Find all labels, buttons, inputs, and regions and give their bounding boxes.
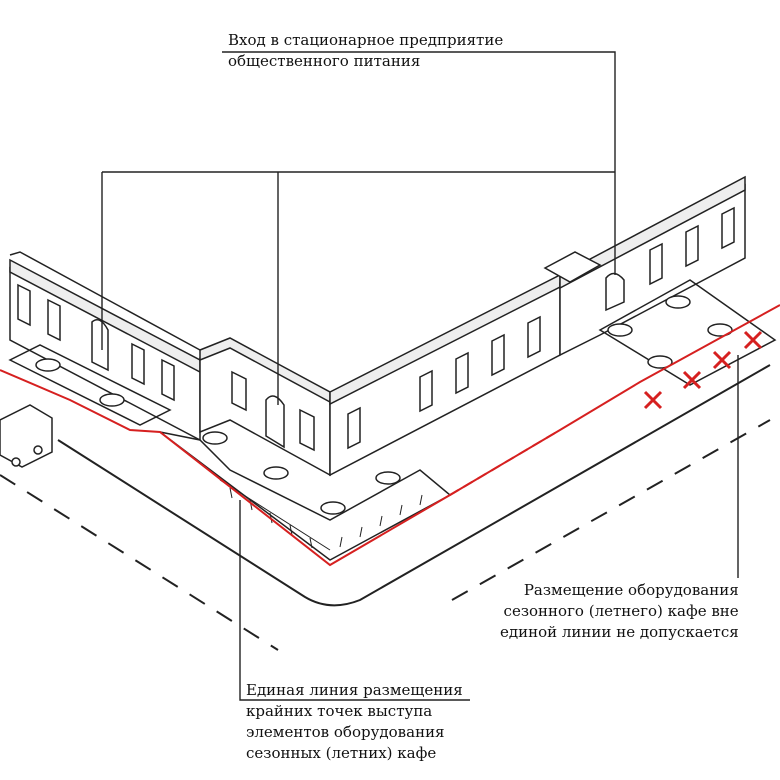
cafe-table-icon [99, 393, 125, 407]
curb-line [57, 364, 771, 607]
not-allowed-caption-line: единой линии не допускается [500, 623, 739, 641]
right-wing-windows [347, 315, 541, 450]
cafe-tables [35, 295, 733, 515]
building [9, 175, 746, 477]
unified-placement-line [0, 304, 780, 567]
terrace-left [8, 344, 172, 426]
unified-line-caption: Единая линия размещения крайних точек вы… [246, 680, 463, 764]
center-door-icon [265, 395, 285, 449]
cross-icon [712, 350, 732, 370]
not-allowed-caption-line: сезонного (летнего) кафе вне [503, 602, 739, 620]
cafe-table-icon [707, 323, 733, 337]
terrace-center [159, 431, 452, 561]
road-center-dashes [0, 474, 279, 651]
cross-icon [743, 330, 763, 350]
cafe-table-icon [35, 358, 61, 372]
unified-line-caption-line: элементов оборудования [246, 723, 445, 741]
unified-line-caption-line: Единая линия размещения [246, 681, 463, 699]
cafe-table-icon [665, 295, 691, 309]
cafe-table-icon [320, 501, 346, 515]
unified-line-caption-line: крайних точек выступа [246, 702, 433, 720]
far-right-windows [649, 206, 735, 286]
not-allowed-caption: Размещение оборудования сезонного (летне… [500, 580, 739, 643]
cafe-table-icon [647, 355, 673, 369]
entrance-caption-line: общественного питания [228, 52, 421, 70]
entrance-caption-line: Вход в стационарное предприятие [228, 31, 504, 49]
cafe-table-icon [202, 431, 228, 445]
cafe-table-icon [263, 466, 289, 480]
entrance-caption: Вход в стационарное предприятие обществе… [228, 30, 503, 72]
terraces [8, 279, 777, 561]
left-wing-windows [17, 283, 175, 402]
cross-icon [643, 390, 663, 410]
trailer-icon [0, 404, 53, 468]
callout-lines [101, 51, 739, 701]
red-cross-markers [643, 330, 763, 410]
road [0, 364, 771, 651]
road-center-dashes-right [451, 419, 771, 601]
cross-icon [682, 370, 702, 390]
left-door-icon [91, 319, 109, 372]
not-allowed-caption-line: Размещение оборудования [523, 581, 739, 599]
cafe-table-icon [607, 323, 633, 337]
cafe-table-icon [375, 471, 401, 485]
unified-line-caption-line: сезонных (летних) кафе [246, 744, 437, 762]
